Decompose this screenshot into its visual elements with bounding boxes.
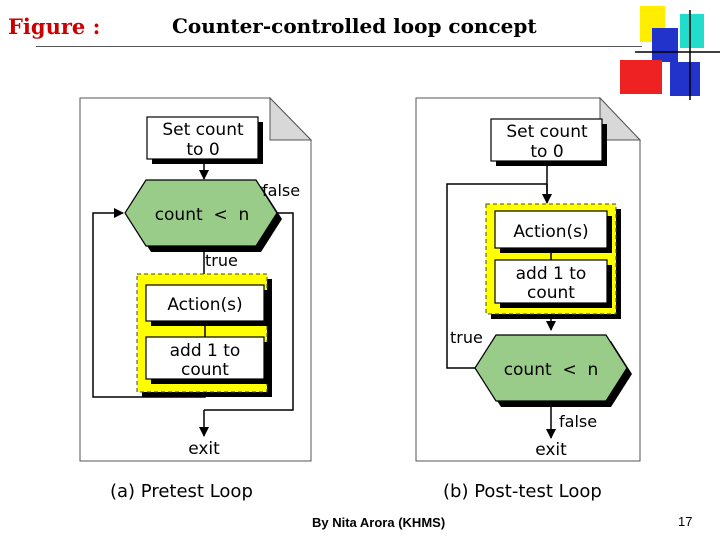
posttest-condition-text: count < n bbox=[504, 360, 599, 380]
posttest-increment-line1: add 1 to bbox=[516, 264, 587, 284]
posttest-caption: (b) Post-test Loop bbox=[443, 481, 602, 502]
page-number: 17 bbox=[678, 514, 693, 529]
title-divider bbox=[36, 46, 642, 47]
posttest-panel: Set count to 0 Action(s) add 1 to count … bbox=[415, 96, 642, 502]
footer-author: By Nita Arora (KHMS) bbox=[312, 515, 446, 530]
pretest-init-box bbox=[146, 116, 259, 160]
pretest-increment-line1: add 1 to bbox=[170, 341, 241, 361]
pretest-action-text: Action(s) bbox=[167, 295, 242, 315]
pretest-condition-hexagon bbox=[124, 179, 278, 247]
posttest-false-label: false bbox=[559, 412, 597, 431]
posttest-true-label: true bbox=[450, 328, 483, 347]
pretest-caption: (a) Pretest Loop bbox=[110, 481, 253, 502]
posttest-init-box bbox=[490, 118, 603, 162]
pretest-false-label: false bbox=[262, 181, 300, 200]
posttest-action-box bbox=[494, 210, 608, 249]
pretest-page-fold bbox=[269, 96, 313, 141]
pretest-true-label: true bbox=[205, 251, 238, 270]
figure-label: Figure : bbox=[8, 14, 101, 39]
posttest-increment-box bbox=[494, 259, 608, 304]
posttest-init-line1: Set count bbox=[506, 122, 588, 142]
posttest-action-text: Action(s) bbox=[513, 222, 588, 242]
pretest-exit-label: exit bbox=[188, 439, 220, 459]
decorative-squares-icon bbox=[620, 6, 720, 100]
posttest-init-line2: to 0 bbox=[530, 142, 563, 162]
pretest-increment-line2: count bbox=[181, 360, 229, 380]
pretest-action-box bbox=[145, 284, 265, 322]
pretest-increment-box bbox=[145, 336, 265, 380]
pretest-init-line2: to 0 bbox=[186, 140, 219, 160]
pretest-init-line1: Set count bbox=[162, 120, 244, 140]
posttest-exit-label: exit bbox=[535, 440, 567, 460]
posttest-increment-line2: count bbox=[527, 283, 575, 303]
figure-title: Counter-controlled loop concept bbox=[172, 14, 537, 38]
pretest-panel: Set count to 0 count < n false true Acti… bbox=[79, 96, 313, 502]
pretest-condition-text: count < n bbox=[155, 205, 250, 225]
